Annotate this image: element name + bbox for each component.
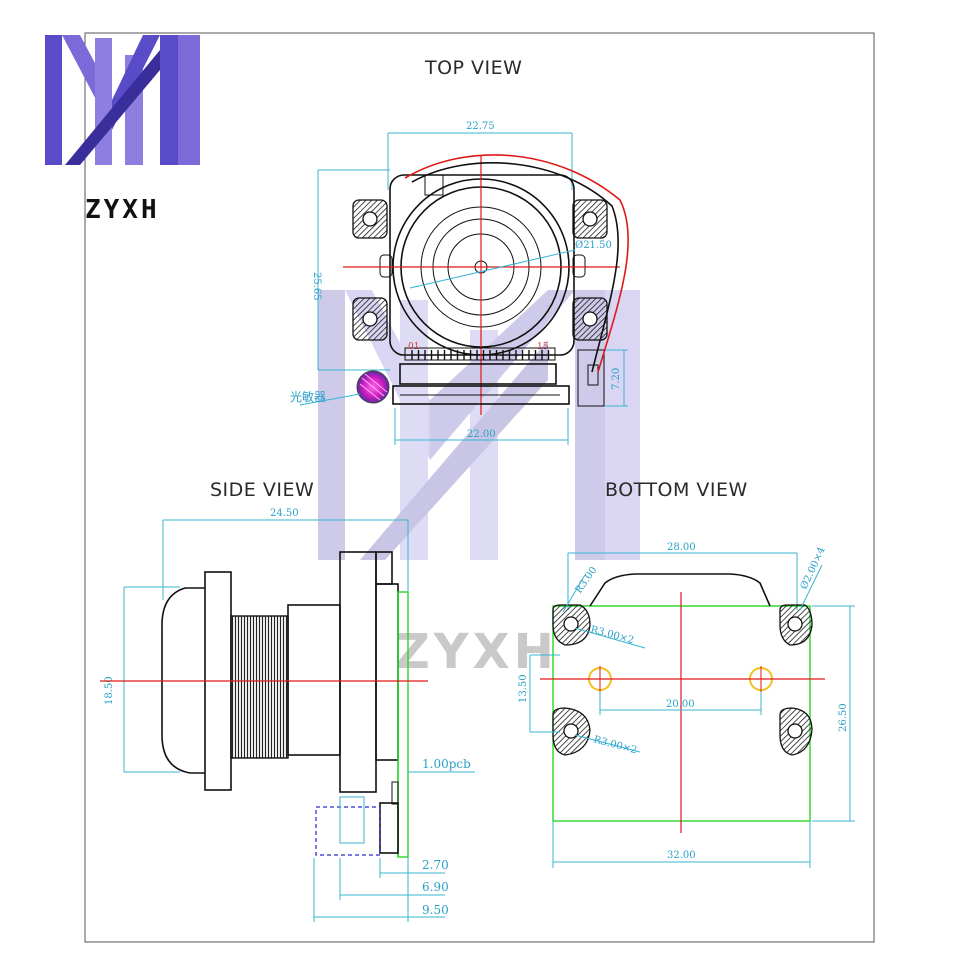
- bottom-hole-tr: [779, 604, 813, 646]
- top-dim-diameter: Ø21.50: [575, 240, 612, 251]
- top-dim-width: 22.75: [466, 121, 495, 132]
- side-dim-d1: 2.70: [422, 858, 449, 872]
- bottom-hole-bl: [552, 707, 591, 756]
- side-dim-lens-dia: 18.50: [104, 676, 115, 705]
- top-view-title: TOP VIEW: [424, 57, 522, 79]
- bottom-dim-r1: R3.00: [573, 565, 599, 596]
- bottom-dim-inner-span: 20.00: [666, 699, 695, 710]
- top-dim-base-width: 22.00: [467, 429, 496, 440]
- photosensor-label: 光敏器: [290, 389, 326, 404]
- pin-end-label: 15: [537, 342, 549, 352]
- mount-hole-tl: [352, 199, 388, 239]
- bottom-dim-r2: R3.00×2: [589, 624, 635, 646]
- side-dim-d2: 6.90: [422, 880, 449, 894]
- bottom-hole-br: [779, 707, 813, 756]
- bottom-view: BOTTOM VIEW 28.00: [518, 479, 855, 868]
- ribbon-pins: [411, 350, 550, 360]
- bottom-dim-height: 26.50: [838, 703, 849, 732]
- bottom-hole-tl: [552, 604, 591, 646]
- pin-start-label: 01: [408, 342, 419, 352]
- watermark: [318, 290, 640, 560]
- bottom-view-title: BOTTOM VIEW: [605, 479, 748, 501]
- side-view-title: SIDE VIEW: [210, 479, 314, 501]
- top-dim-height: 25.65: [311, 272, 322, 301]
- brand-logo: ZYXH: [45, 35, 200, 225]
- bottom-dim-hole: Ø2.00×4: [799, 546, 828, 592]
- watermark-text: ZYXH: [395, 624, 558, 680]
- top-dim-connector-h: 7.20: [611, 368, 622, 390]
- mount-hole-br: [572, 297, 608, 341]
- drawing-frame: [84, 32, 875, 943]
- side-view: SIDE VIEW 24.50 18.50 1.00pc: [100, 479, 475, 922]
- logo-text: ZYXH: [85, 195, 160, 225]
- bottom-dim-top-span: 28.00: [667, 542, 696, 553]
- photosensor: 光敏器: [290, 370, 390, 406]
- bottom-dim-r3: R3.00×2: [592, 734, 638, 756]
- mount-hole-bl: [352, 297, 388, 341]
- top-view: TOP VIEW 22.75 25.65: [290, 57, 630, 445]
- bottom-dim-bottom-span: 32.00: [667, 850, 696, 861]
- side-dim-total-length: 24.50: [270, 508, 299, 519]
- mount-hole-tr: [572, 199, 608, 239]
- side-dim-d3: 9.50: [422, 903, 449, 917]
- side-dim-pcb: 1.00pcb: [422, 757, 471, 771]
- bottom-dim-mid-h: 13.50: [518, 674, 529, 703]
